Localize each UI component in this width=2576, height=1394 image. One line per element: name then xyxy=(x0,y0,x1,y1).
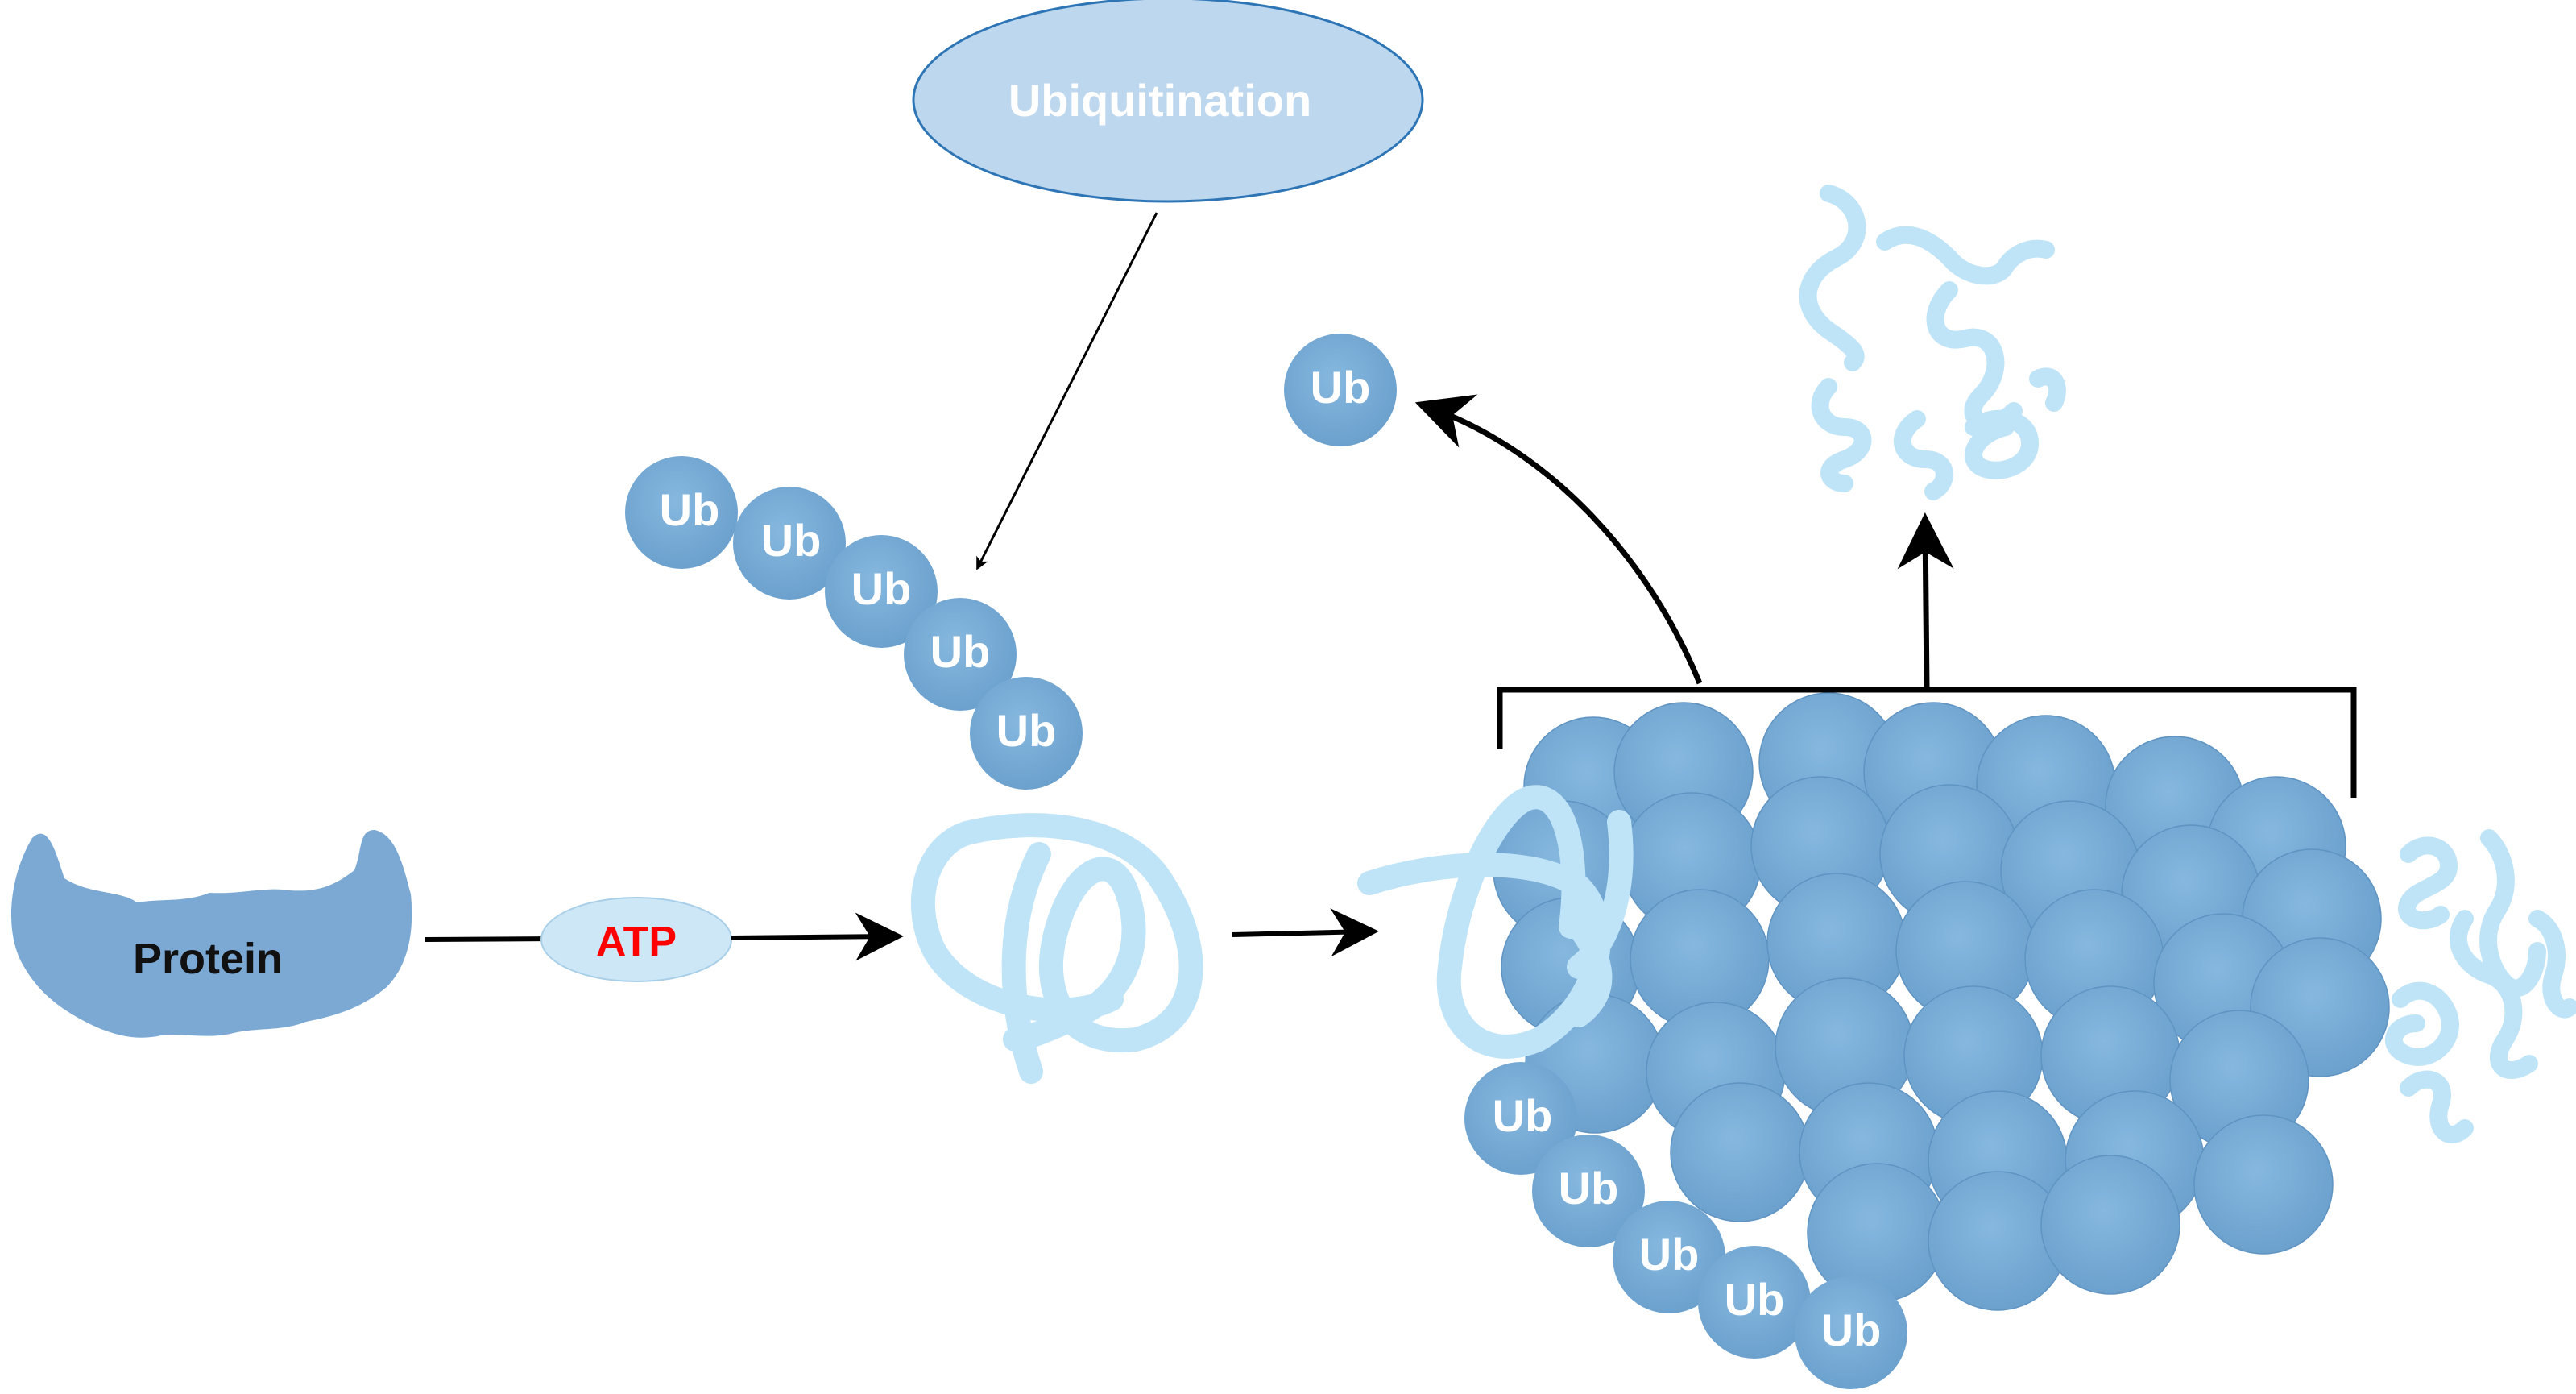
protein-label: Protein xyxy=(133,935,283,983)
atp-label: ATP xyxy=(596,919,677,965)
peptide-fragments-top xyxy=(1799,185,2066,500)
peptide-fragments-right xyxy=(2384,829,2576,1143)
ubiquitin-ball: Ub xyxy=(625,456,738,569)
proteasome-bracket xyxy=(1497,687,2357,798)
degradation-arrow xyxy=(1897,512,1954,689)
ubiquitin-chain-bottom: Ub Ub Ub Ub Ub xyxy=(1464,1062,1907,1389)
released-ubiquitin: Ub xyxy=(1284,334,1397,446)
svg-text:Ub: Ub xyxy=(930,626,991,677)
ubiquitin-ball: Ub xyxy=(1464,1062,1577,1175)
svg-text:Ub: Ub xyxy=(1493,1090,1553,1141)
atp-badge: ATP xyxy=(540,897,732,982)
chain-to-proteasome-arrow xyxy=(1232,908,1379,957)
protein-coil-entering xyxy=(1357,785,1634,1059)
protein-coil-middle xyxy=(911,813,1203,1084)
svg-text:Ub: Ub xyxy=(761,515,822,566)
ubiquitin-release-arrow xyxy=(1414,394,1703,685)
svg-text:Ub: Ub xyxy=(660,484,720,535)
svg-text:Ub: Ub xyxy=(996,705,1057,756)
atp-to-chain-arrow xyxy=(731,912,904,961)
svg-text:Ub: Ub xyxy=(1639,1229,1700,1280)
ubiquitin-ball: Ub xyxy=(1698,1246,1811,1359)
protein-shape: Protein xyxy=(10,830,412,1038)
svg-text:Ub: Ub xyxy=(1559,1163,1619,1214)
ubiquitination-label: Ubiquitination xyxy=(1008,75,1311,126)
ubiquitination-arrow xyxy=(976,212,1158,570)
svg-text:Ub: Ub xyxy=(851,563,912,614)
svg-text:Ub: Ub xyxy=(1821,1305,1882,1355)
ubiquitin-ball: Ub xyxy=(1795,1276,1907,1389)
ubiquitin-ball: Ub xyxy=(1532,1135,1645,1247)
ubiquitin-ball: Ub xyxy=(904,598,1017,711)
ubiquitination-ellipse: Ubiquitination xyxy=(912,0,1424,203)
svg-text:Ub: Ub xyxy=(1725,1274,1785,1325)
ubiquitin-ball: Ub xyxy=(1613,1201,1725,1313)
protein-to-atp-line xyxy=(425,936,557,942)
svg-text:Ub: Ub xyxy=(1311,362,1371,413)
ubiquitin-ball: Ub xyxy=(970,677,1083,790)
ubiquitin-ball: Ub xyxy=(733,487,846,600)
ubiquitin-ball: Ub xyxy=(825,535,938,648)
ubiquitin-chain-top: Ub Ub Ub Ub Ub xyxy=(625,456,1083,790)
